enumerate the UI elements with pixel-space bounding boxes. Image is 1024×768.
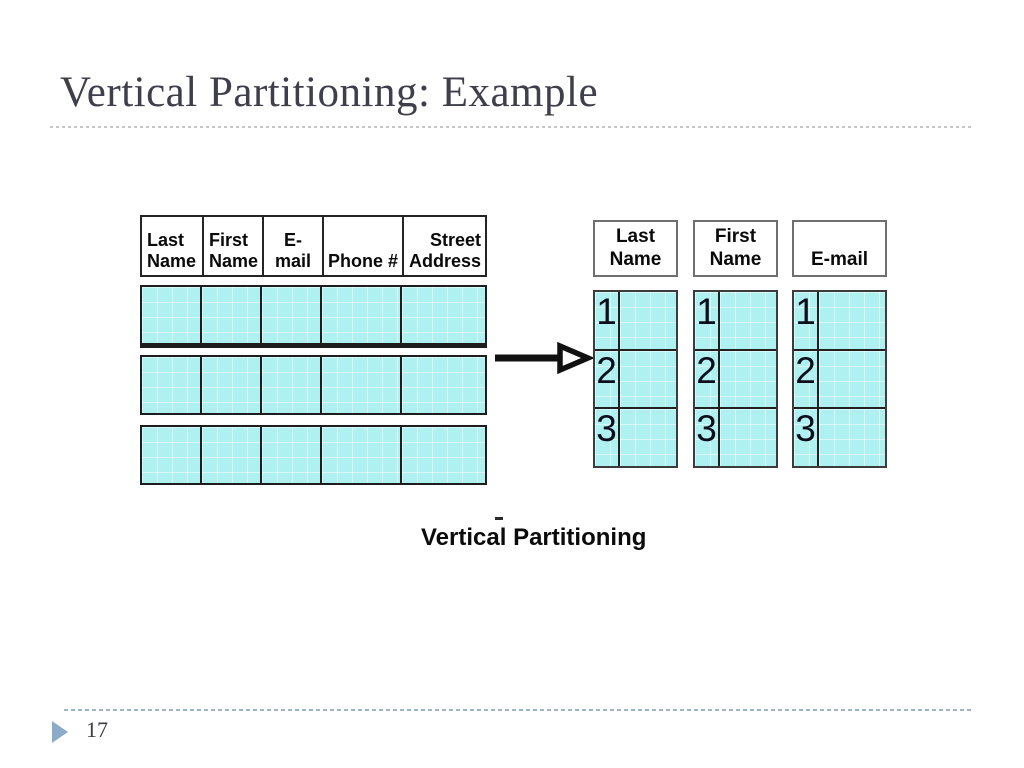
table-cell xyxy=(322,357,402,413)
header-line: E-mail xyxy=(274,229,312,271)
caption-tick-mark xyxy=(495,517,503,520)
partition-header-email: E-mail xyxy=(792,220,887,277)
row-number: 3 xyxy=(794,409,819,467)
header-line: Address xyxy=(408,250,482,271)
header-line: First xyxy=(209,229,249,250)
table-row: 3 xyxy=(595,407,676,467)
row-number: 1 xyxy=(695,292,720,349)
table-cell xyxy=(322,427,402,483)
table-cell xyxy=(819,292,885,349)
table-cell xyxy=(202,357,262,413)
header-line: Name xyxy=(709,248,762,270)
partition-table-last-name: 1 2 3 xyxy=(593,290,678,468)
table-cell xyxy=(402,357,485,413)
source-column-header-street-address: Street Address xyxy=(404,217,485,275)
table-cell xyxy=(720,350,776,408)
table-row: 1 xyxy=(695,292,776,349)
table-cell xyxy=(402,427,485,483)
header-line: E-mail xyxy=(810,248,869,270)
table-cell xyxy=(262,287,322,343)
partition-header-first-name: First Name xyxy=(693,220,778,277)
table-cell xyxy=(620,292,676,349)
source-column-header-first-name: First Name xyxy=(204,217,264,275)
table-row: 3 xyxy=(794,407,885,467)
table-cell xyxy=(202,287,262,343)
table-cell xyxy=(262,357,322,413)
table-cell xyxy=(142,287,202,343)
table-row: 3 xyxy=(695,407,776,467)
row-number: 1 xyxy=(595,292,620,349)
partition-table-email: 1 2 3 xyxy=(792,290,887,468)
row-number: 2 xyxy=(794,350,819,408)
source-table-row xyxy=(140,355,487,415)
diagram-caption: Vertical Partitioning xyxy=(421,524,647,551)
row-number: 3 xyxy=(595,409,620,467)
table-cell xyxy=(142,357,202,413)
source-table-row xyxy=(140,285,487,348)
page-number: 17 xyxy=(86,717,108,742)
right-arrow-icon xyxy=(495,342,594,374)
header-line: Name xyxy=(147,250,197,271)
table-cell xyxy=(202,427,262,483)
source-column-header-email: E-mail xyxy=(264,217,324,275)
table-cell xyxy=(720,409,776,467)
table-cell xyxy=(402,287,485,343)
source-table-row xyxy=(140,425,487,485)
table-cell xyxy=(620,409,676,467)
table-cell xyxy=(620,350,676,408)
table-cell xyxy=(720,292,776,349)
header-line: Name xyxy=(609,248,662,270)
header-line: Street xyxy=(429,229,482,250)
row-number: 2 xyxy=(595,350,620,408)
header-line: Last xyxy=(147,229,185,250)
table-cell xyxy=(142,427,202,483)
source-column-header-last-name: Last Name xyxy=(142,217,204,275)
table-row: 1 xyxy=(794,292,885,349)
table-row: 2 xyxy=(595,348,676,408)
table-cell xyxy=(322,287,402,343)
footer-divider xyxy=(64,709,974,711)
table-row: 2 xyxy=(794,348,885,408)
header-line: Name xyxy=(209,250,259,271)
table-cell xyxy=(819,350,885,408)
source-column-header-phone: Phone # xyxy=(324,217,404,275)
partition-table-first-name: 1 2 3 xyxy=(693,290,778,468)
source-table-header: Last Name First Name E-mail Phone # Stre… xyxy=(140,215,487,277)
header-line: Phone # xyxy=(327,250,398,271)
title-divider xyxy=(50,126,974,128)
row-number: 3 xyxy=(695,409,720,467)
table-cell xyxy=(819,409,885,467)
partition-header-last-name: Last Name xyxy=(593,220,678,277)
row-number: 1 xyxy=(794,292,819,349)
footer-triangle-icon xyxy=(52,721,68,743)
row-number: 2 xyxy=(695,350,720,408)
header-line: Last xyxy=(615,226,656,248)
table-cell xyxy=(262,427,322,483)
table-row: 2 xyxy=(695,348,776,408)
slide-title: Vertical Partitioning: Example xyxy=(60,69,599,116)
table-row: 1 xyxy=(595,292,676,349)
header-line: First xyxy=(714,226,757,248)
